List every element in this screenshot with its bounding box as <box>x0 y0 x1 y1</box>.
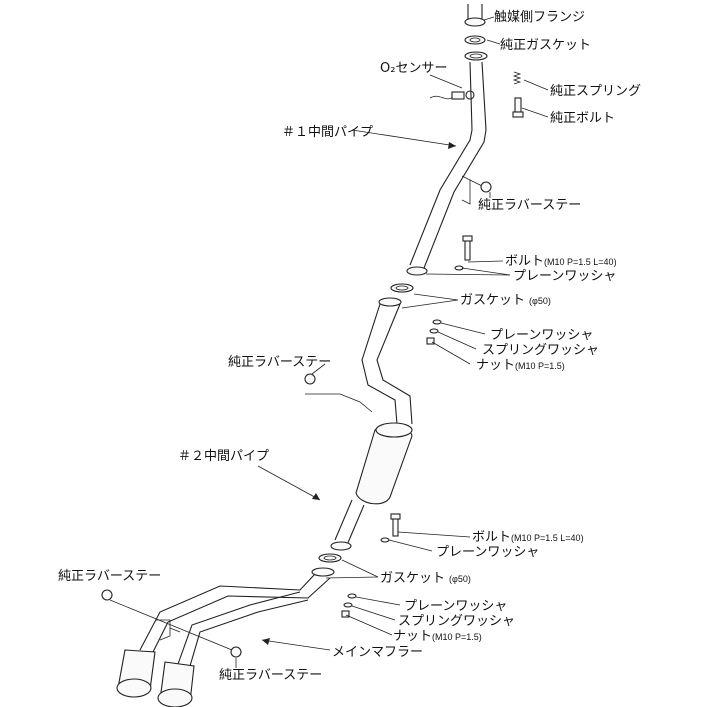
gasket-2-part <box>311 553 342 577</box>
nut-1-spec: (M10 P=1.5) <box>515 361 565 371</box>
label-spring-washer-1: スプリングワッシャ <box>482 343 599 358</box>
spring-part <box>512 71 522 85</box>
mid-pipe-1 <box>406 61 487 276</box>
label-oem-rubber-stay-1: 純正ラバーステー <box>478 198 581 213</box>
gasket-2-spec: (φ50) <box>449 574 471 584</box>
label-mid-pipe-2: ＃２中間パイプ <box>178 449 269 464</box>
label-plain-washer-2: プレーンワッシャ <box>490 328 593 343</box>
label-gasket-2: ガスケット (φ50) <box>380 571 471 586</box>
rubber-stay-4-part <box>230 646 242 658</box>
nut-1-text: ナット <box>476 358 515 373</box>
gasket-1-spec: (φ50) <box>529 296 551 306</box>
o2-sensor-part <box>429 90 475 100</box>
label-o2-sensor: O₂センサー <box>380 61 447 76</box>
rubber-stay-1-part <box>461 175 492 205</box>
bolt-2-spec: (M10 P=1.5 L=40) <box>511 533 584 543</box>
rubber-stay-2-part <box>304 373 373 413</box>
label-oem-rubber-stay-3: 純正ラバーステー <box>58 569 161 584</box>
label-nut-1: ナット(M10 P=1.5) <box>476 358 565 373</box>
label-spring-washer-2: スプリングワッシャ <box>398 614 515 629</box>
rubber-stay-3-part <box>101 589 113 601</box>
pipe-flange-top <box>464 51 488 61</box>
labels: 触媒側フランジ 純正ガスケット O₂センサー 純正スプリング 純正ボルト ＃１中… <box>58 10 641 683</box>
label-plain-washer-4: プレーンワッシャ <box>404 599 507 614</box>
label-mid-pipe-1: ＃１中間パイプ <box>282 125 373 140</box>
label-oem-rubber-stay-4: 純正ラバーステー <box>219 668 322 683</box>
mid-pipe-2 <box>330 297 413 551</box>
label-nut-2: ナット(M10 P=1.5) <box>393 629 482 644</box>
label-bolt-2: ボルト(M10 P=1.5 L=40) <box>472 530 584 545</box>
gasket-1-text: ガスケット <box>460 293 525 308</box>
label-oem-bolt: 純正ボルト <box>550 111 615 126</box>
label-bolt-1: ボルト(M10 P=1.5 L=40) <box>505 254 617 269</box>
oem-gasket-part <box>464 35 486 45</box>
bolt-2-part <box>380 513 401 543</box>
label-plain-washer-3: プレーンワッシャ <box>436 545 539 560</box>
label-oem-rubber-stay-2: 純正ラバーステー <box>228 355 331 370</box>
label-plain-washer-1: プレーンワッシャ <box>513 269 616 284</box>
gasket-1-part <box>390 283 414 293</box>
label-catalyst-flange: 触媒側フランジ <box>494 10 585 25</box>
label-oem-spring: 純正スプリング <box>550 84 641 99</box>
main-muffler-part <box>116 573 331 707</box>
nut-2-spec: (M10 P=1.5) <box>432 632 482 642</box>
bolt-1-text: ボルト <box>505 254 544 269</box>
bolt-2-text: ボルト <box>472 530 511 545</box>
bolt-1-part <box>454 235 473 271</box>
leader-lines <box>109 16 549 668</box>
bolt-1-spec: (M10 P=1.5 L=40) <box>544 257 617 267</box>
catalyst-flange-pipe <box>464 4 486 27</box>
nut-washer-1-part <box>426 319 442 345</box>
nut-washer-2-part <box>341 593 357 618</box>
bolt-part-top <box>512 97 524 118</box>
nut-2-text: ナット <box>393 629 432 644</box>
label-main-muffler: メインマフラー <box>332 645 423 660</box>
label-oem-gasket: 純正ガスケット <box>500 38 591 53</box>
gasket-2-text: ガスケット <box>380 571 445 586</box>
label-gasket-1: ガスケット (φ50) <box>460 293 551 308</box>
